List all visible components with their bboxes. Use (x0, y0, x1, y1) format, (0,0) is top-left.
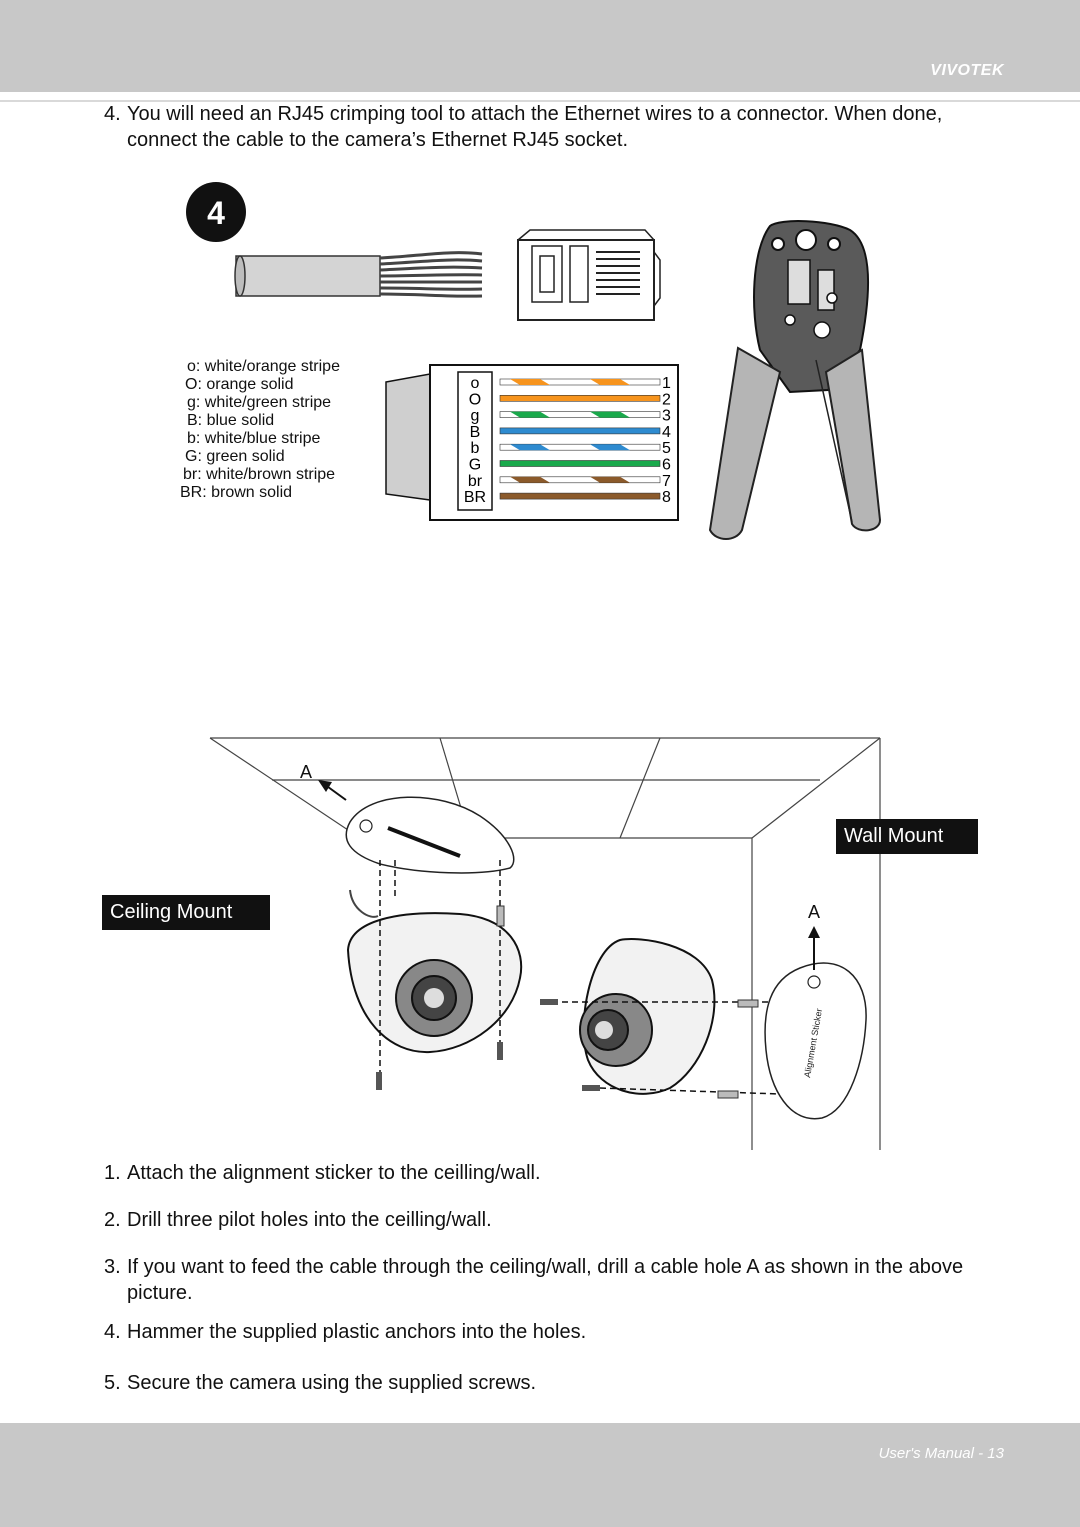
brand-logo: VIVOTEK (930, 62, 1004, 79)
cable-icon (234, 251, 483, 298)
step-text: If you want to feed the cable through th… (127, 1256, 964, 1304)
wall-camera-icon (540, 938, 781, 1099)
legend-item: o: white/orange stripe (187, 358, 340, 375)
wire-8 (499, 492, 661, 500)
step-item: 2. Drill three pilot holes into the ceil… (104, 1207, 984, 1233)
wire-6 (499, 460, 661, 467)
wall-mount-label: Wall Mount (836, 819, 978, 854)
wall-cable-hole-arrow: A (808, 902, 820, 970)
ceiling-cable-hole-arrow: A (300, 762, 347, 801)
wire-code-label: B (470, 424, 481, 441)
legend-item: O: orange solid (185, 376, 294, 393)
wire-code-label: O (469, 391, 481, 408)
page-number: User's Manual - 13 (878, 1445, 1004, 1462)
wire-3 (499, 411, 661, 418)
pin-number-label: 1 (662, 375, 671, 392)
step-text: Attach the alignment sticker to the ceil… (127, 1162, 541, 1184)
intro-step: 4. You will need an RJ45 crimping tool t… (104, 101, 984, 153)
step-text: Secure the camera using the supplied scr… (127, 1372, 537, 1394)
step-number: 5. (104, 1372, 121, 1394)
step-number: 1. (104, 1162, 121, 1184)
step-text: Hammer the supplied plastic anchors into… (127, 1321, 587, 1343)
crimp-figure: 4 (186, 182, 882, 540)
step-number: 3. (104, 1256, 121, 1278)
step-number: 4. (104, 1321, 121, 1343)
wire-5 (499, 443, 661, 451)
header-divider (0, 100, 1080, 102)
pin-number-label: 5 (662, 440, 671, 457)
wire-4 (499, 427, 661, 435)
pin-number-label: 4 (662, 424, 671, 441)
wire-code-label: br (468, 473, 483, 490)
step-text: Drill three pilot holes into the ceillin… (127, 1209, 492, 1231)
rj45-connector-icon (517, 229, 661, 321)
ceiling-mount-label: Ceiling Mount (102, 895, 270, 930)
wire-code-label: b (471, 440, 480, 457)
legend-item: br: white/brown stripe (183, 466, 336, 483)
intro-step-number: 4. (104, 103, 121, 125)
step-item: 4. Hammer the supplied plastic anchors i… (104, 1319, 984, 1345)
wire-code-label: o (471, 375, 480, 392)
step-number: 2. (104, 1209, 121, 1231)
step-item: 5. Secure the camera using the supplied … (104, 1370, 984, 1396)
legend-item: BR: brown solid (180, 484, 293, 501)
wire-1 (499, 378, 661, 386)
step-badge-label: 4 (207, 195, 225, 231)
ceiling-hole-label: A (300, 762, 312, 782)
legend-item: B: blue solid (187, 412, 275, 429)
wire-code-label: BR (464, 489, 486, 506)
mounting-figure: A Alignment Sticker A (209, 737, 881, 1150)
wire-color-legend: o: white/orange stripe O: orange solid g… (180, 358, 380, 502)
pin-number-label: 2 (662, 391, 671, 408)
pin-number-label: 8 (662, 489, 671, 506)
step-item: 1. Attach the alignment sticker to the c… (104, 1160, 984, 1186)
crimping-tool-icon (708, 220, 882, 540)
wire-2 (499, 395, 661, 402)
legend-item: g: white/green stripe (187, 394, 332, 411)
ceiling-alignment-sticker (345, 796, 515, 874)
page-header: VIVOTEK (0, 0, 1080, 92)
step-item: 3. If you want to feed the cable through… (104, 1254, 984, 1306)
intro-step-text: You will need an RJ45 crimping tool to a… (127, 103, 943, 151)
pin-number-label: 3 (662, 408, 671, 425)
pin-number-label: 7 (662, 473, 671, 490)
ceiling-camera-icon (346, 860, 523, 1090)
legend-item: b: white/blue stripe (187, 430, 321, 447)
wall-hole-label: A (808, 902, 820, 922)
wire-7 (499, 476, 661, 484)
wire-code-label: G (469, 457, 481, 474)
page-footer: User's Manual - 13 (0, 1423, 1080, 1527)
wire-code-label: g (471, 408, 480, 425)
legend-item: G: green solid (185, 448, 285, 465)
wall-alignment-sticker: Alignment Sticker (764, 962, 867, 1120)
pin-number-label: 6 (662, 457, 671, 474)
step-badge: 4 (186, 182, 246, 242)
